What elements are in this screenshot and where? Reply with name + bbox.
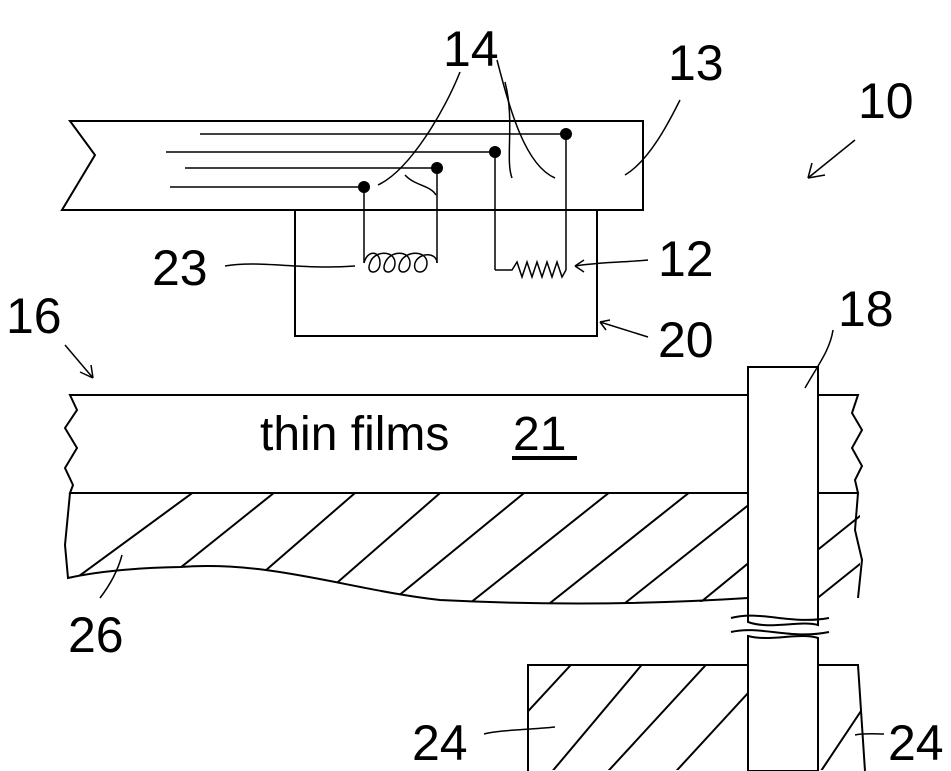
- ref-13: 13: [668, 35, 724, 91]
- base-right: [818, 664, 866, 771]
- ref-18: 18: [838, 281, 894, 337]
- ref-24-left: 24: [412, 715, 468, 771]
- heater-element: [494, 134, 567, 280]
- thin-films-ref: 21: [513, 408, 566, 461]
- base-left: [527, 664, 748, 771]
- ref-24-right: 24: [888, 715, 944, 771]
- substrate: [63, 492, 749, 605]
- thin-films-label: thin films: [260, 408, 449, 461]
- head-traces: [166, 128, 572, 193]
- leader-lines: [64, 59, 885, 736]
- ref-16: 16: [6, 288, 62, 344]
- ref-14: 14: [443, 21, 499, 77]
- head-body: [60, 120, 644, 211]
- ref-12: 12: [658, 231, 714, 287]
- substrate-right: [818, 492, 864, 599]
- reference-numerals: 14 13 10 23 12 16 18 20 26 24 24: [6, 21, 944, 771]
- post-18: [730, 366, 830, 771]
- ref-10: 10: [858, 73, 914, 129]
- coil-element: [363, 168, 438, 273]
- ref-23: 23: [152, 240, 208, 296]
- ref-26: 26: [68, 607, 124, 663]
- thin-films-layer: thin films 21: [63, 394, 748, 494]
- head-block: [294, 210, 598, 337]
- thin-films-right: [818, 394, 864, 494]
- ref-20: 20: [658, 312, 714, 368]
